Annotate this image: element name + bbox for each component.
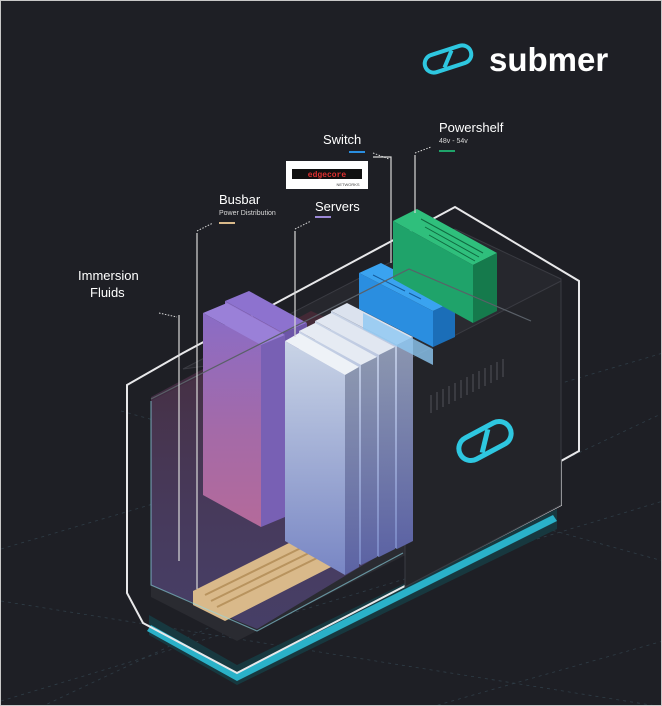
busbar-sublabel: Power Distribution: [219, 210, 276, 217]
tank-rim: [150, 268, 532, 400]
vent-slots: [430, 359, 504, 413]
immersion-label-line1: Immersion: [78, 268, 139, 283]
powershelf-sublabel: 48v - 54v: [439, 138, 468, 145]
powershelf-unit: [393, 209, 497, 323]
edgecore-logo-sub: NETWORKS: [336, 182, 359, 187]
switch-label: Switch: [323, 132, 361, 147]
edgecore-logo-text: edgecore: [308, 171, 347, 180]
leader-ticks: [158, 146, 432, 318]
tank-glass-edge: [150, 401, 404, 632]
submer-logo-icon: [422, 43, 474, 75]
immersion-label-line2: Fluids: [90, 285, 125, 300]
leader-lines: [178, 155, 416, 589]
tank-logo-icon: [456, 418, 514, 464]
edgecore-logo: edgecore NETWORKS: [286, 161, 368, 189]
powershelf-label: Powershelf: [439, 120, 504, 135]
submer-wordmark: submer: [489, 41, 608, 78]
servers: [285, 303, 413, 575]
busbar-ridges: [204, 544, 320, 608]
busbar-label: Busbar: [219, 192, 261, 207]
servers-label: Servers: [315, 199, 360, 214]
